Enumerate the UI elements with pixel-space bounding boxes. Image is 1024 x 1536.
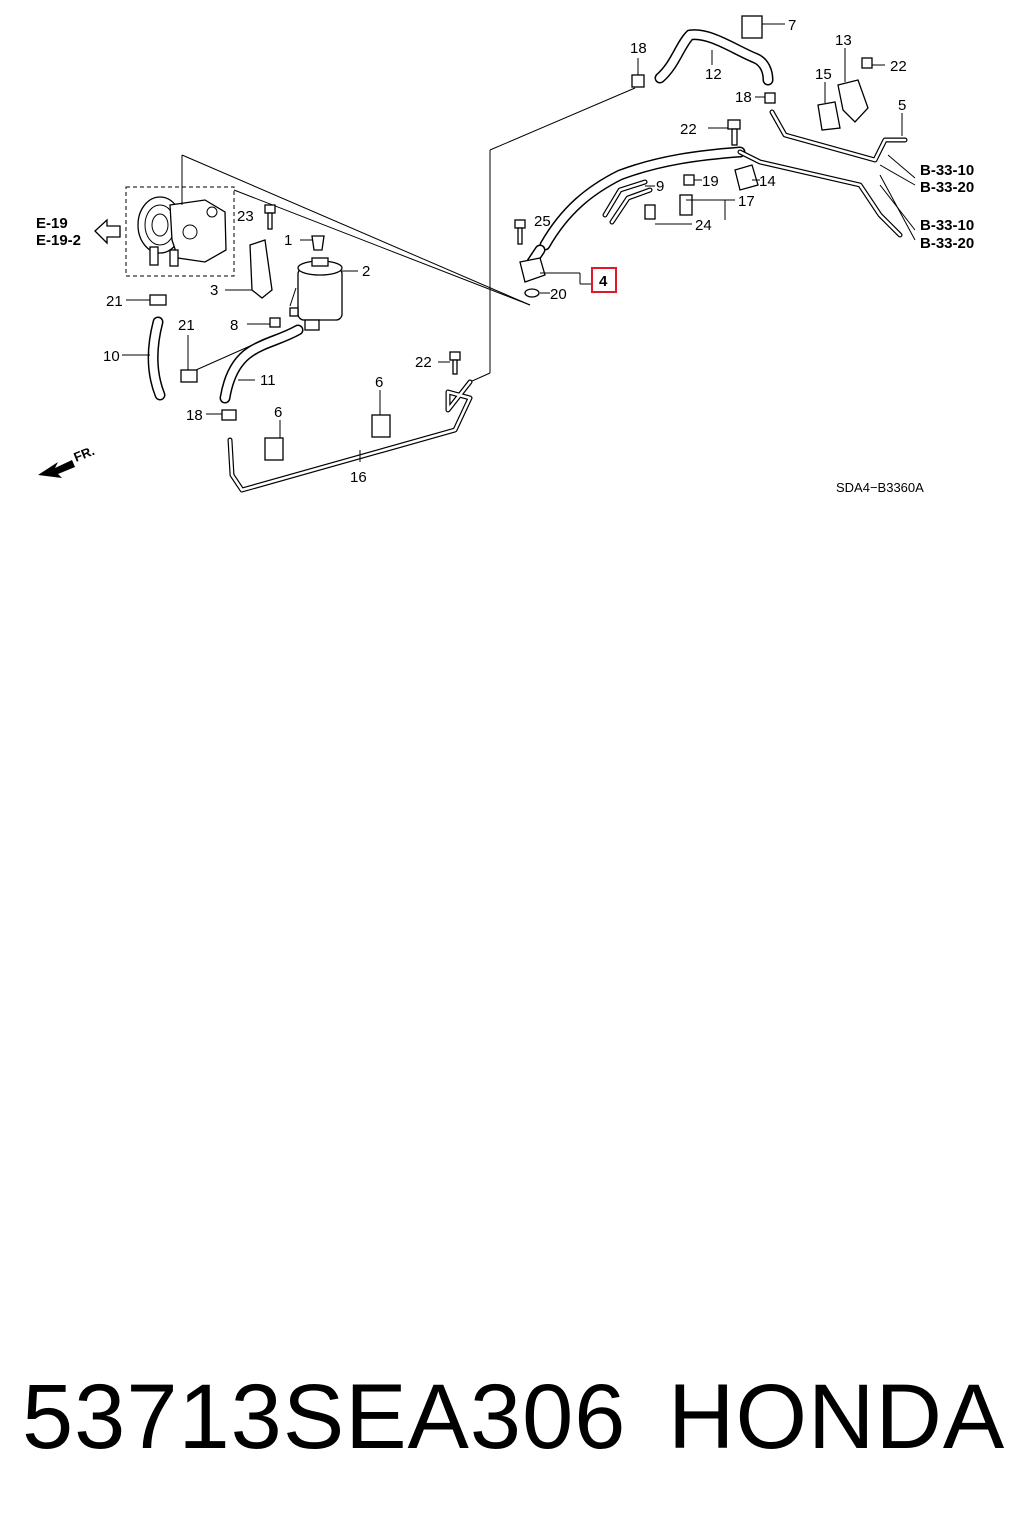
callout-25[interactable]: 25 (534, 213, 551, 230)
callout-8[interactable]: 8 (230, 317, 238, 334)
part-number: 53713SEA306 (22, 1366, 627, 1468)
callout-21b[interactable]: 21 (178, 317, 195, 334)
bolt-23 (264, 204, 276, 230)
ref-e19[interactable]: E-19 (36, 215, 68, 232)
parts-diagram: E-19 E-19-2 (36, 15, 974, 495)
callout-10[interactable]: 10 (103, 348, 120, 365)
ref-b33-10a[interactable]: B-33-10 (920, 162, 974, 179)
callout-4[interactable]: 4 (599, 273, 608, 290)
callout-24[interactable]: 24 (695, 217, 712, 234)
bracket-3 (249, 239, 273, 299)
e19-arrow-icon (94, 218, 121, 245)
callout-19[interactable]: 19 (702, 173, 719, 190)
callout-16[interactable]: 16 (350, 469, 367, 486)
rubber-15 (817, 101, 841, 131)
callout-23[interactable]: 23 (237, 208, 254, 225)
clamp-21b (180, 369, 198, 383)
ref-b33-10b[interactable]: B-33-10 (920, 217, 974, 234)
callout-18a[interactable]: 18 (630, 40, 647, 57)
diagram-code: SDA4−B3360A (836, 480, 924, 495)
callout-9[interactable]: 9 (656, 178, 664, 195)
callout-3[interactable]: 3 (210, 282, 218, 299)
callout-13[interactable]: 13 (835, 32, 852, 49)
callout-12[interactable]: 12 (705, 66, 722, 83)
clip-7 (741, 15, 763, 39)
callout-22a[interactable]: 22 (680, 121, 697, 138)
callout-14[interactable]: 14 (759, 173, 776, 190)
callout-22c[interactable]: 22 (415, 354, 432, 371)
callout-5[interactable]: 5 (898, 97, 906, 114)
callout-6a[interactable]: 6 (274, 404, 282, 421)
ref-b33-20a[interactable]: B-33-20 (920, 179, 974, 196)
clip-8 (269, 317, 281, 328)
callout-7[interactable]: 7 (788, 17, 796, 34)
front-arrow-icon (38, 460, 75, 478)
callout-21a[interactable]: 21 (106, 293, 123, 310)
callout-17[interactable]: 17 (738, 193, 755, 210)
fitting-4 (519, 257, 546, 283)
caption-bar: 53713SEA306 HONDA (0, 1362, 1024, 1472)
callout-6b[interactable]: 6 (375, 374, 383, 391)
callout-2[interactable]: 2 (362, 263, 370, 280)
callout-15[interactable]: 15 (815, 66, 832, 83)
brand-name: HONDA (668, 1366, 1006, 1468)
callout-22b[interactable]: 22 (890, 58, 907, 75)
clamp-13 (837, 79, 869, 123)
cap-1 (311, 235, 325, 251)
callout-11[interactable]: 11 (260, 372, 276, 389)
callout-18c[interactable]: 18 (186, 407, 203, 424)
clamp-21a (149, 294, 167, 306)
washer-20 (524, 288, 540, 298)
callout-18b[interactable]: 18 (735, 89, 752, 106)
clamp-6a (264, 437, 284, 461)
ref-b33-20b[interactable]: B-33-20 (920, 235, 974, 252)
clamp-14 (734, 164, 759, 191)
reservoir-2 (289, 257, 343, 331)
callout-1[interactable]: 1 (284, 232, 292, 249)
ref-e19-2[interactable]: E-19-2 (36, 232, 81, 249)
callout-20[interactable]: 20 (550, 286, 567, 303)
clamp-6b (371, 414, 391, 438)
callout-4-highlight (591, 267, 617, 293)
front-label: FR. (72, 443, 97, 465)
power-steering-pump (137, 196, 227, 267)
